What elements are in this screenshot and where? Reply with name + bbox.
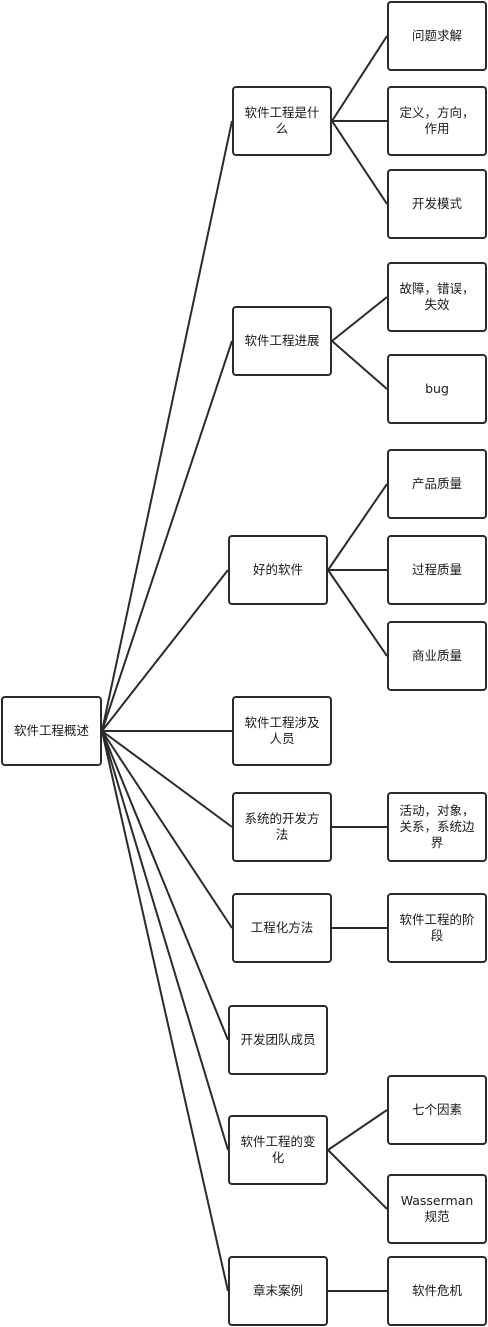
branch-node-system-method[interactable]: 系统的开发方法 xyxy=(232,792,332,862)
leaf-node-activities[interactable]: 活动，对象，关系，系统边界 xyxy=(387,792,487,862)
leaf-node-problem-solving[interactable]: 问题求解 xyxy=(387,1,487,71)
branch-label: 好的软件 xyxy=(252,562,303,577)
connector-line xyxy=(101,730,229,1041)
leaf-label: 定义，方向，作用 xyxy=(399,105,475,136)
leaf-label: 软件工程的阶段 xyxy=(399,912,475,943)
root-node[interactable]: 软件工程概述 xyxy=(1,696,102,766)
connector-line xyxy=(101,730,229,1292)
branch-label: 软件工程涉及人员 xyxy=(244,715,320,746)
branch-label: 开发团队成员 xyxy=(240,1032,316,1047)
leaf-node-wasserman[interactable]: Wasserman规范 xyxy=(387,1174,487,1244)
leaf-label: 活动，对象，关系，系统边界 xyxy=(399,803,475,850)
leaf-label: 七个因素 xyxy=(411,1102,462,1117)
branch-node-se-progress[interactable]: 软件工程进展 xyxy=(232,306,332,376)
leaf-node-definition[interactable]: 定义，方向，作用 xyxy=(387,86,487,156)
branch-node-good-software[interactable]: 好的软件 xyxy=(228,535,328,605)
connector-line xyxy=(101,730,233,929)
connector-line xyxy=(101,730,233,828)
branch-label: 系统的开发方法 xyxy=(244,811,320,842)
leaf-label: 软件危机 xyxy=(411,1283,462,1298)
branch-label: 软件工程的变化 xyxy=(240,1134,316,1165)
leaf-label: 问题求解 xyxy=(411,28,462,43)
leaf-label: 故障，错误，失效 xyxy=(399,281,475,312)
leaf-node-se-phases[interactable]: 软件工程的阶段 xyxy=(387,893,487,963)
leaf-node-dev-model[interactable]: 开发模式 xyxy=(387,169,487,239)
leaf-label: Wasserman规范 xyxy=(400,1193,474,1224)
branch-label: 软件工程进展 xyxy=(244,333,320,348)
connector-line xyxy=(331,120,388,205)
connector-line xyxy=(327,1149,388,1210)
leaf-node-faults[interactable]: 故障，错误，失效 xyxy=(387,262,487,332)
leaf-node-bug[interactable]: bug xyxy=(387,354,487,424)
connector-line xyxy=(327,483,388,571)
connector-line xyxy=(327,569,388,657)
connector-line xyxy=(101,120,233,732)
connector-line xyxy=(331,296,388,342)
leaf-label: bug xyxy=(425,381,449,396)
connector-line xyxy=(331,340,388,390)
leaf-node-product-quality[interactable]: 产品质量 xyxy=(387,449,487,519)
branch-label: 章末案例 xyxy=(252,1283,303,1298)
branch-node-team-members[interactable]: 开发团队成员 xyxy=(228,1005,328,1075)
connector-line xyxy=(331,35,388,122)
leaf-node-seven-factors[interactable]: 七个因素 xyxy=(387,1075,487,1145)
branch-label: 软件工程是什么 xyxy=(244,105,320,136)
branch-node-se-changes[interactable]: 软件工程的变化 xyxy=(228,1115,328,1185)
connector-line xyxy=(101,569,229,732)
branch-node-engineering-method[interactable]: 工程化方法 xyxy=(232,893,332,963)
branch-node-what-is-se[interactable]: 软件工程是什么 xyxy=(232,86,332,156)
connector-line xyxy=(101,730,229,1151)
leaf-label: 开发模式 xyxy=(411,196,462,211)
branch-node-chapter-case[interactable]: 章末案例 xyxy=(228,1256,328,1326)
connector-line xyxy=(327,1109,388,1151)
leaf-label: 商业质量 xyxy=(411,648,462,663)
root-label: 软件工程概述 xyxy=(13,723,89,738)
branch-node-people[interactable]: 软件工程涉及人员 xyxy=(232,696,332,766)
leaf-label: 产品质量 xyxy=(411,476,462,491)
leaf-node-business-quality[interactable]: 商业质量 xyxy=(387,621,487,691)
connector-line xyxy=(101,340,233,732)
leaf-label: 过程质量 xyxy=(411,562,462,577)
leaf-node-software-crisis[interactable]: 软件危机 xyxy=(387,1256,487,1326)
branch-label: 工程化方法 xyxy=(250,920,314,935)
leaf-node-process-quality[interactable]: 过程质量 xyxy=(387,535,487,605)
